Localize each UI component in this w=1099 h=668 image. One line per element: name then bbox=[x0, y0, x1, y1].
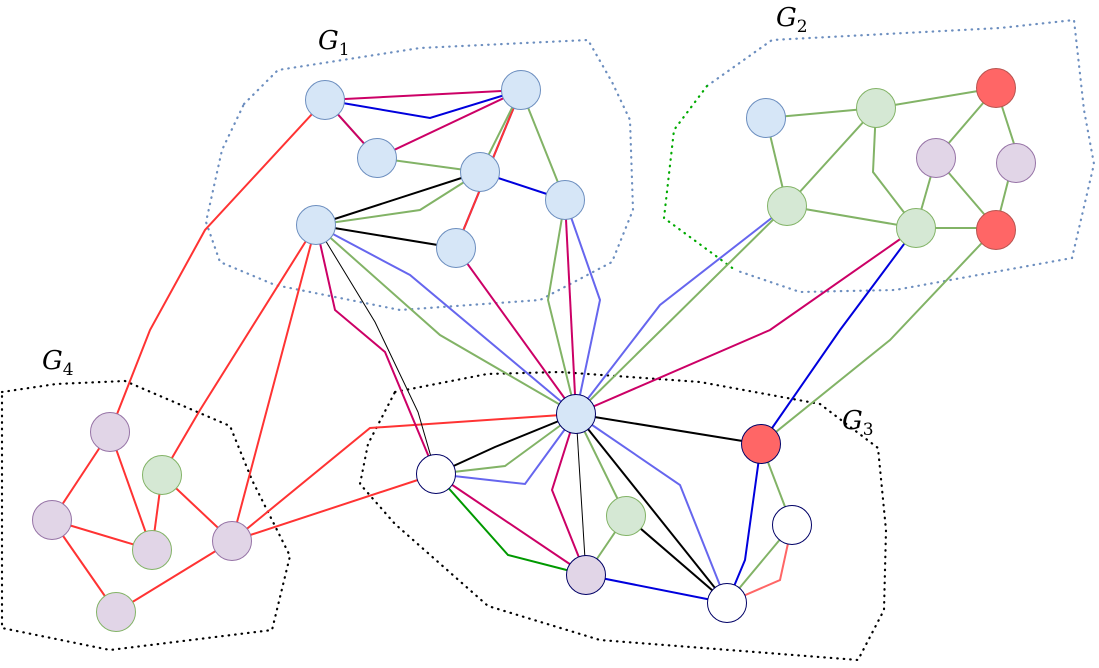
node-white bbox=[416, 454, 456, 494]
group-g1-boundary bbox=[204, 38, 635, 312]
node-blue bbox=[460, 152, 500, 192]
edge bbox=[455, 247, 577, 415]
group-label-g3: G3 bbox=[842, 406, 874, 440]
node-purple bbox=[996, 143, 1036, 183]
node-blue bbox=[357, 138, 397, 178]
edge bbox=[324, 89, 522, 120]
edge bbox=[435, 473, 587, 576]
node-purple bbox=[32, 500, 72, 540]
edge bbox=[564, 199, 602, 415]
node-blue bbox=[305, 80, 345, 120]
edge bbox=[760, 227, 997, 445]
edge bbox=[231, 224, 317, 542]
edge bbox=[546, 199, 577, 415]
edge bbox=[575, 205, 788, 415]
edge bbox=[161, 224, 317, 476]
node-purple bbox=[96, 592, 136, 632]
node-purple bbox=[566, 555, 606, 595]
edge bbox=[575, 413, 728, 604]
edge bbox=[109, 431, 153, 551]
edge bbox=[786, 107, 877, 207]
edge bbox=[575, 413, 587, 576]
edge bbox=[324, 89, 522, 101]
group-label-g4: G4 bbox=[42, 346, 74, 380]
edge bbox=[871, 107, 917, 229]
edge bbox=[231, 473, 437, 542]
edge bbox=[315, 224, 437, 475]
node-green bbox=[856, 88, 896, 128]
node-purple bbox=[90, 412, 130, 452]
group-labels: G1 G2 G3 G4 bbox=[42, 3, 874, 440]
edge bbox=[109, 99, 326, 433]
node-red bbox=[976, 210, 1016, 250]
edge bbox=[760, 227, 917, 445]
group-label-g1: G1 bbox=[318, 26, 350, 60]
group-g4-boundary bbox=[0, 379, 292, 652]
node-green bbox=[767, 186, 807, 226]
edge bbox=[231, 413, 577, 542]
edge bbox=[115, 540, 233, 613]
edge bbox=[315, 224, 577, 415]
node-blue bbox=[545, 180, 585, 220]
edge bbox=[575, 227, 917, 415]
node-blue bbox=[436, 228, 476, 268]
group-g2-boundary-green bbox=[662, 84, 737, 272]
node-red bbox=[741, 424, 781, 464]
edge bbox=[575, 413, 762, 445]
node-red bbox=[976, 68, 1016, 108]
node-purple bbox=[212, 521, 252, 561]
node-purple bbox=[916, 138, 956, 178]
node-white bbox=[772, 505, 812, 545]
edge bbox=[726, 443, 762, 604]
node-white bbox=[707, 583, 747, 623]
edge bbox=[435, 473, 587, 576]
group-g2-boundary bbox=[705, 18, 1096, 294]
nodes bbox=[32, 68, 1036, 632]
edge bbox=[550, 413, 587, 576]
edge bbox=[575, 205, 788, 415]
node-blue bbox=[746, 98, 786, 138]
edge bbox=[315, 224, 437, 475]
edge bbox=[376, 89, 522, 159]
node-green bbox=[606, 496, 646, 536]
node-green bbox=[896, 208, 936, 248]
edge bbox=[875, 87, 997, 109]
node-purple bbox=[132, 530, 172, 570]
edge bbox=[315, 224, 457, 249]
edge bbox=[585, 574, 728, 604]
edge bbox=[435, 413, 577, 486]
edge bbox=[315, 224, 577, 415]
node-blue bbox=[501, 70, 541, 110]
edge bbox=[786, 205, 917, 229]
edge bbox=[315, 171, 481, 226]
edge bbox=[625, 515, 728, 604]
edge bbox=[435, 413, 577, 475]
group-label-g2: G2 bbox=[776, 3, 808, 37]
edge bbox=[315, 171, 481, 226]
edge bbox=[564, 199, 577, 415]
edges bbox=[51, 87, 1018, 613]
node-blue-hub bbox=[556, 394, 596, 434]
edge bbox=[435, 413, 577, 475]
edge bbox=[575, 413, 728, 604]
node-green bbox=[142, 455, 182, 495]
node-blue bbox=[296, 205, 336, 245]
